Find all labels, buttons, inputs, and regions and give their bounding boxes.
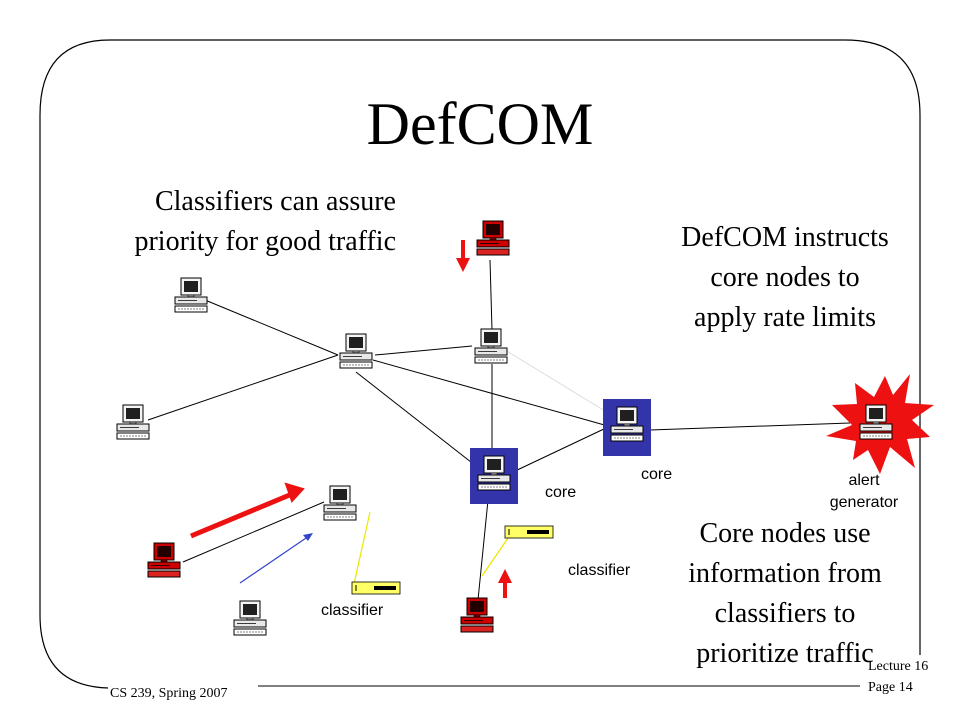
- computer-icon: [474, 328, 508, 364]
- computer-icon: [174, 277, 208, 313]
- network-links: [147, 259, 851, 601]
- text-classifiers-priority: Classifiers can assure priority for good…: [76, 182, 396, 262]
- text-line: prioritize traffic: [696, 638, 874, 669]
- footer-lecture: Lecture 16: [868, 659, 929, 674]
- good-traffic-arrow: [239, 533, 313, 584]
- computer-icon: [339, 333, 373, 369]
- text-line: Classifiers can assure: [154, 186, 396, 217]
- computer-icon: [323, 485, 357, 521]
- footer-page: Page 14: [868, 680, 913, 695]
- text-line: Core nodes use: [699, 518, 871, 549]
- red-computer-icon: [476, 220, 510, 256]
- text-defcom-instructs: DefCOM instructs core nodes to apply rat…: [640, 218, 930, 338]
- alert-generator-label: alert generator: [829, 472, 899, 511]
- footer-course: CS 239, Spring 2007: [110, 686, 228, 701]
- core-label: core: [641, 466, 673, 483]
- classifier-link: [481, 537, 509, 577]
- rate-limit-down-arrow: [456, 240, 470, 272]
- core-node-icon: [603, 399, 651, 456]
- text-line: core nodes to: [710, 262, 860, 293]
- text-line: classifiers to: [714, 598, 856, 629]
- classifier-link: [353, 511, 371, 585]
- core-label: core: [545, 484, 577, 501]
- text-line: priority for good traffic: [134, 226, 396, 257]
- text-line: information from: [688, 558, 882, 589]
- core-node-icon: [470, 448, 518, 504]
- computer-icon: [233, 600, 267, 636]
- red-computer-icon: [460, 597, 494, 633]
- slide-title: DefCOM: [366, 91, 594, 157]
- text-line: apply rate limits: [694, 302, 876, 333]
- classifier-card-icon: [351, 581, 401, 595]
- text-core-nodes-use: Core nodes use information from classifi…: [660, 514, 910, 674]
- classifier-card-icon: [504, 525, 554, 539]
- classifier-label: classifier: [321, 602, 384, 619]
- attack-traffic-arrow: [190, 482, 305, 539]
- faint-link: [504, 349, 611, 415]
- text-line: DefCOM instructs: [681, 222, 889, 253]
- computer-icon: [116, 404, 150, 440]
- alert-burst-icon: [826, 374, 934, 474]
- red-computer-icon: [147, 542, 181, 578]
- classifier-label: classifier: [568, 562, 631, 579]
- priority-up-arrow: [498, 569, 512, 598]
